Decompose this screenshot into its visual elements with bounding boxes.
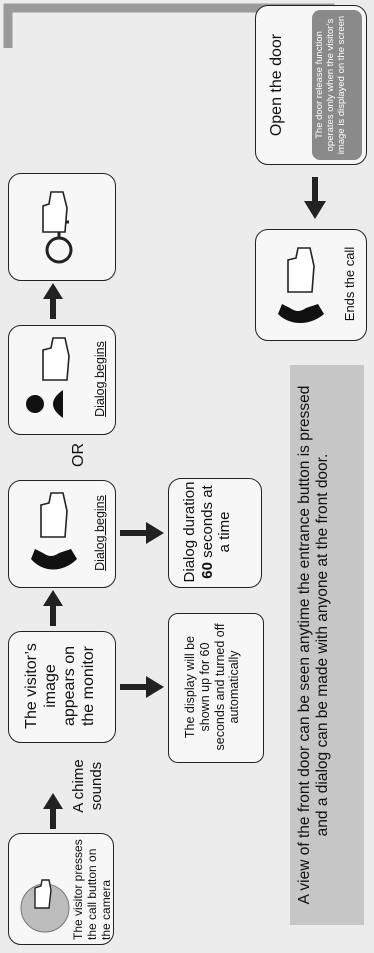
duration-prefix: Dialog duration bbox=[181, 481, 198, 583]
step-open-door: Open the door The door release function … bbox=[255, 5, 367, 165]
phone-handset-icon bbox=[278, 247, 324, 323]
step-dialog-phone: Dialog begins bbox=[8, 480, 116, 588]
hand-press-icon bbox=[20, 879, 70, 933]
arrow-left bbox=[304, 177, 326, 219]
step-visitor-presses-box: The visitor presses the call button on t… bbox=[8, 833, 114, 945]
person-icon bbox=[26, 337, 70, 418]
label-visitor-presses: The visitor presses the call button on t… bbox=[71, 839, 114, 940]
duration-value: 60 bbox=[198, 562, 216, 579]
note-text: A view of the front door can be seen any… bbox=[296, 385, 332, 905]
label-duration: Dialog duration 60 seconds at a time bbox=[181, 481, 234, 583]
arrow-down-1 bbox=[120, 676, 164, 698]
label-door-note: The door release function operates only … bbox=[314, 15, 348, 155]
label-dialog-begins-2: Dialog begins bbox=[93, 341, 107, 417]
label-dialog-begins-1: Dialog begins bbox=[93, 495, 107, 571]
step-key bbox=[8, 173, 116, 281]
label-display-note: The display will be shown up for 60 seco… bbox=[183, 623, 242, 751]
label-open-door: Open the door bbox=[268, 33, 285, 137]
label-ends-call: Ends the call bbox=[342, 246, 357, 322]
arrow-right-1 bbox=[43, 793, 63, 829]
step-display-note: The display will be shown up for 60 seco… bbox=[168, 613, 264, 763]
label-image-appears: The visitor’s image appears on the monit… bbox=[23, 643, 97, 729]
step-dialog-person: Dialog begins bbox=[8, 325, 116, 435]
duration-suffix: seconds at a time bbox=[198, 485, 234, 558]
key-icon bbox=[42, 191, 73, 264]
phone-handset-icon bbox=[31, 492, 77, 570]
label-chime: A chime sounds bbox=[70, 759, 105, 813]
step-ends-call: Ends the call bbox=[255, 229, 367, 341]
step-image-appears: The visitor’s image appears on the monit… bbox=[8, 631, 116, 743]
arrow-right-3 bbox=[43, 283, 63, 319]
arrow-right-2 bbox=[43, 590, 63, 626]
arrow-down-2 bbox=[120, 522, 164, 544]
label-or: OR bbox=[70, 443, 87, 467]
step-duration: Dialog duration 60 seconds at a time bbox=[168, 478, 262, 588]
